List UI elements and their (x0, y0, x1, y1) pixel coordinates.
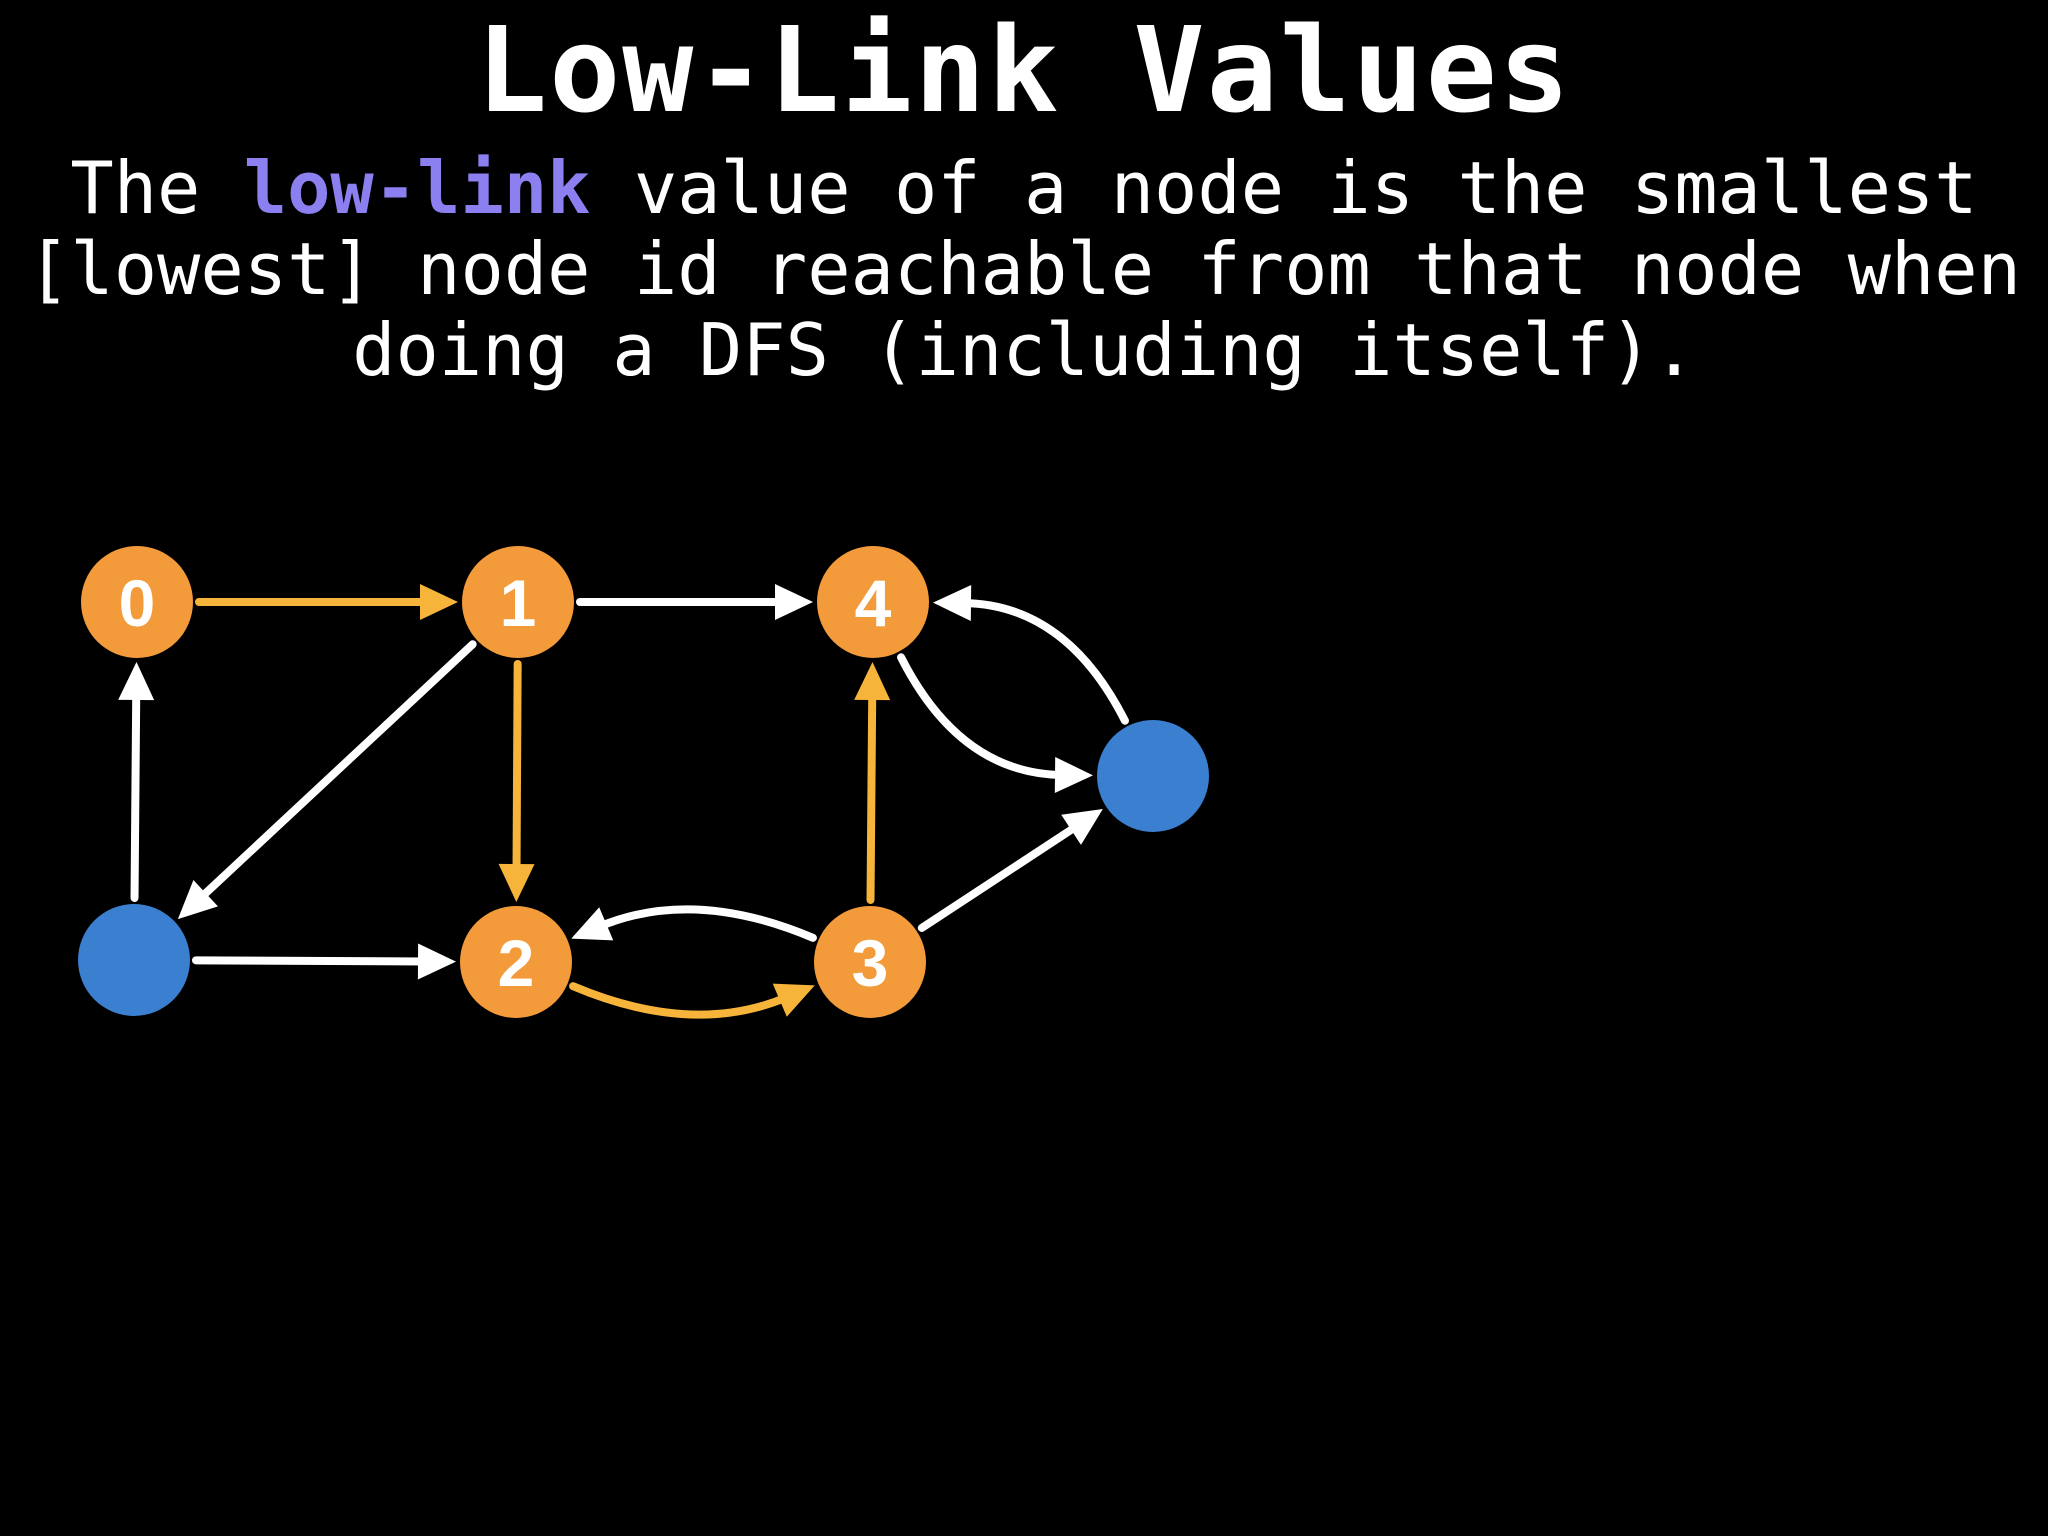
edge-n1-to-n2 (498, 659, 535, 903)
node-circle (462, 546, 574, 658)
edge-n3-to-n4 (854, 661, 891, 905)
graph-node-n5 (78, 904, 190, 1016)
edge-n5-to-n2 (191, 943, 457, 980)
edges-layer (118, 584, 1129, 1019)
edge-n0-to-n1 (195, 584, 458, 620)
edge-n6-to-n4 (932, 585, 1129, 725)
node-circle (1097, 720, 1209, 832)
nodes-layer: 0 1 2 3 4 (78, 546, 1209, 1018)
edge-n3-to-n6 (917, 808, 1103, 932)
description-line-1-suffix: value of a node is the smallest (590, 146, 1978, 230)
description-line-3: doing a DFS (including itself). (352, 308, 1696, 392)
edge-n1-to-n4 (576, 584, 813, 620)
description-line-1-prefix: The (70, 146, 244, 230)
graph-node-n1: 1 (462, 546, 574, 658)
description: The low-link value of a node is the smal… (0, 148, 2048, 391)
graph-node-n2: 2 (460, 906, 572, 1018)
page-title: Low-Link Values (476, 1, 1572, 139)
graph-node-n0: 0 (81, 546, 193, 658)
node-label: 0 (119, 566, 156, 640)
description-line-1: The low-link value of a node is the smal… (0, 148, 2048, 229)
edge-n4-to-n6 (897, 653, 1094, 793)
node-circle (814, 906, 926, 1018)
graph-node-n3: 3 (814, 906, 926, 1018)
node-circle (460, 906, 572, 1018)
graph-node-n6 (1097, 720, 1209, 832)
node-label: 2 (498, 926, 535, 1000)
description-line-2: [lowest] node id reachable from that nod… (27, 227, 2021, 311)
node-circle (817, 546, 929, 658)
low-link-term: low-link (243, 146, 591, 230)
node-label: 3 (852, 926, 889, 1000)
edge-n1-to-n5 (177, 640, 477, 920)
node-label: 4 (855, 566, 892, 640)
edge-n5-to-n0 (118, 661, 155, 903)
node-circle (81, 546, 193, 658)
node-circle (78, 904, 190, 1016)
edge-n2-to-n3 (569, 982, 815, 1019)
node-label: 1 (500, 566, 537, 640)
edge-n3-to-n2 (571, 905, 817, 942)
graph-node-n4: 4 (817, 546, 929, 658)
